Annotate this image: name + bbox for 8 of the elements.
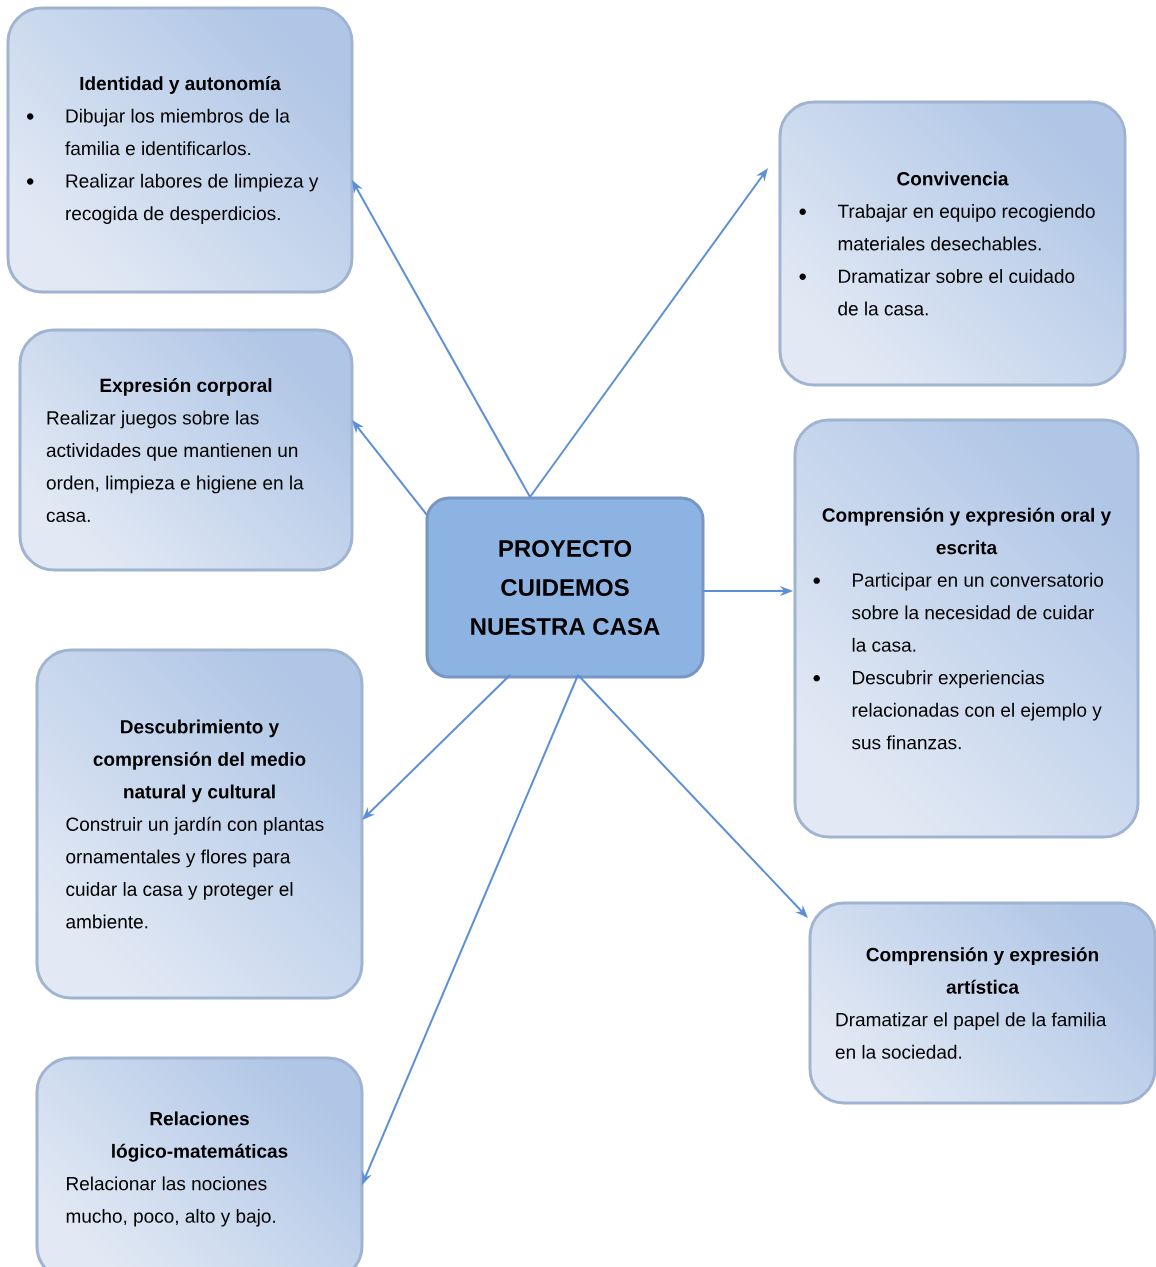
central-box: PROYECTO CUIDEMOS NUESTRA CASA <box>425 496 705 679</box>
topic-box: Convivencia Trabajar en equipo recogiendo materiales desechables. Dramatizar sobre el cuidado de la casa. <box>778 100 1127 387</box>
topic-box: Relaciones lógico-matemáticas Relacionar las nociones mucho, poco, alto y bajo. <box>35 1056 364 1267</box>
topic-box: Descubrimiento y comprensión del medio natural y cultural Construir un jardín con plantas ornamentales y flores para cuidar la casa y proteger el ambiente. <box>35 648 364 1000</box>
topic-box: Comprensión y expresión artística Dramatizar el papel de la familia en la sociedad. <box>808 901 1156 1105</box>
topic-box: Identidad y autonomía Dibujar los miembros de la familia e identificarlos. Realizar labores de limpieza y recogida de desperdicios. <box>6 6 354 294</box>
topic-box: Expresión corporal Realizar juegos sobre las actividades que mantienen un orden, limpieza e higiene en la casa. <box>18 328 354 572</box>
topic-box: Comprensión y expresión oral y escrita Participar en un conversatorio sobre la necesidad de cuidar la casa. Descubrir experiencias relacionadas con el ejemplo y sus finanzas. <box>793 418 1140 839</box>
